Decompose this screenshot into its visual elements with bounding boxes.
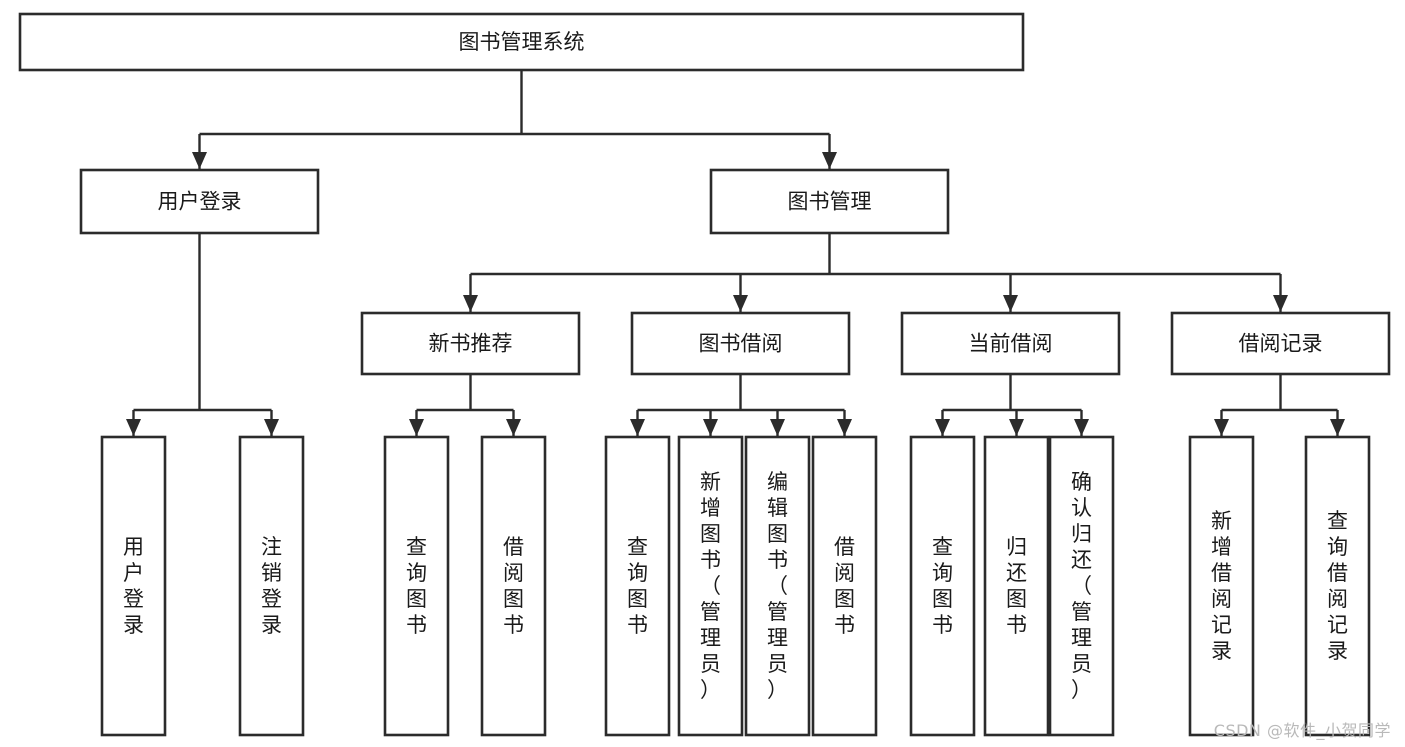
node-box-root[interactable]: [18, 12, 1025, 72]
node-leaf-return-book[interactable]: 归还图书: [983, 435, 1050, 737]
arrow-head-icon: [630, 419, 645, 436]
node-user-login[interactable]: 用户登录: [79, 168, 320, 235]
node-borrow-record[interactable]: 借阅记录: [1170, 311, 1391, 376]
arrow-head-icon: [1214, 419, 1229, 436]
node-label-user-login: 用户登录: [158, 190, 242, 214]
node-box-leaf-add-record[interactable]: [1188, 435, 1255, 737]
node-box-current-borrow[interactable]: [900, 311, 1121, 376]
node-label-leaf-add-book: 新增图书（管理员）: [700, 470, 721, 702]
node-label-leaf-borrow-book-1: 借阅图书: [503, 535, 524, 637]
node-label-book-borrow: 图书借阅: [699, 332, 783, 356]
arrow-head-icon: [733, 295, 748, 312]
node-box-leaf-borrow-book-1[interactable]: [480, 435, 547, 737]
node-box-leaf-edit-book[interactable]: [744, 435, 811, 737]
node-leaf-query-book-1[interactable]: 查询图书: [383, 435, 450, 737]
node-leaf-user-logout[interactable]: 注销登录: [238, 435, 305, 737]
nodes-layer: 图书管理系统用户登录图书管理新书推荐图书借阅当前借阅借阅记录用户登录注销登录查询…: [18, 12, 1391, 737]
node-leaf-edit-book[interactable]: 编辑图书（管理员）: [744, 435, 811, 737]
arrow-head-icon: [770, 419, 785, 436]
arrow-head-icon: [126, 419, 141, 436]
node-label-new-book-rec: 新书推荐: [429, 332, 513, 356]
arrow-head-icon: [1003, 295, 1018, 312]
node-label-book-manage: 图书管理: [788, 190, 872, 214]
node-new-book-rec[interactable]: 新书推荐: [360, 311, 581, 376]
node-box-book-borrow[interactable]: [630, 311, 851, 376]
node-label-leaf-edit-book: 编辑图书（管理员）: [767, 470, 788, 702]
arrow-head-icon: [1273, 295, 1288, 312]
node-leaf-query-book-2[interactable]: 查询图书: [604, 435, 671, 737]
node-box-book-manage[interactable]: [709, 168, 950, 235]
node-label-leaf-return-book: 归还图书: [1006, 535, 1027, 637]
node-book-borrow[interactable]: 图书借阅: [630, 311, 851, 376]
node-label-leaf-query-book-2: 查询图书: [627, 535, 648, 637]
node-label-leaf-query-book-3: 查询图书: [932, 535, 953, 637]
node-leaf-query-book-3[interactable]: 查询图书: [909, 435, 976, 737]
arrow-head-icon: [703, 419, 718, 436]
node-box-leaf-add-book[interactable]: [677, 435, 744, 737]
node-box-leaf-return-book[interactable]: [983, 435, 1050, 737]
node-label-leaf-add-record: 新增借阅记录: [1211, 509, 1232, 663]
arrow-head-icon: [1330, 419, 1345, 436]
node-label-borrow-record: 借阅记录: [1239, 332, 1323, 356]
node-label-root: 图书管理系统: [459, 30, 585, 54]
csdn-watermark: CSDN @软件_小贺同学: [1213, 721, 1391, 740]
node-book-manage[interactable]: 图书管理: [709, 168, 950, 235]
edges-layer: [126, 70, 1345, 436]
node-box-leaf-user-login[interactable]: [100, 435, 167, 737]
node-leaf-borrow-book-1[interactable]: 借阅图书: [480, 435, 547, 737]
arrow-head-icon: [837, 419, 852, 436]
node-label-leaf-user-login: 用户登录: [123, 535, 144, 637]
arrow-head-icon: [463, 295, 478, 312]
arrow-head-icon: [192, 152, 207, 169]
node-box-leaf-borrow-book-2[interactable]: [811, 435, 878, 737]
node-leaf-add-book[interactable]: 新增图书（管理员）: [677, 435, 744, 737]
arrow-head-icon: [264, 419, 279, 436]
node-box-user-login[interactable]: [79, 168, 320, 235]
node-leaf-query-record[interactable]: 查询借阅记录: [1304, 435, 1371, 737]
node-box-leaf-query-book-1[interactable]: [383, 435, 450, 737]
arrow-head-icon: [1009, 419, 1024, 436]
node-leaf-user-login[interactable]: 用户登录: [100, 435, 167, 737]
node-leaf-confirm-ret[interactable]: 确认归还（管理员）: [1048, 435, 1115, 737]
node-label-current-borrow: 当前借阅: [969, 332, 1053, 356]
arrow-head-icon: [1074, 419, 1089, 436]
node-label-leaf-borrow-book-2: 借阅图书: [834, 535, 855, 637]
node-label-leaf-confirm-ret: 确认归还（管理员）: [1071, 470, 1092, 702]
arrow-head-icon: [409, 419, 424, 436]
node-label-leaf-query-record: 查询借阅记录: [1327, 509, 1348, 663]
node-box-leaf-query-record[interactable]: [1304, 435, 1371, 737]
node-label-leaf-query-book-1: 查询图书: [406, 535, 427, 637]
arrow-head-icon: [822, 152, 837, 169]
node-leaf-borrow-book-2[interactable]: 借阅图书: [811, 435, 878, 737]
node-box-leaf-query-book-2[interactable]: [604, 435, 671, 737]
node-label-leaf-user-logout: 注销登录: [261, 535, 282, 637]
arrow-head-icon: [506, 419, 521, 436]
node-box-leaf-query-book-3[interactable]: [909, 435, 976, 737]
node-leaf-add-record[interactable]: 新增借阅记录: [1188, 435, 1255, 737]
node-root[interactable]: 图书管理系统: [18, 12, 1025, 72]
node-box-new-book-rec[interactable]: [360, 311, 581, 376]
arrow-head-icon: [935, 419, 950, 436]
node-box-leaf-user-logout[interactable]: [238, 435, 305, 737]
node-current-borrow[interactable]: 当前借阅: [900, 311, 1121, 376]
node-box-borrow-record[interactable]: [1170, 311, 1391, 376]
node-box-leaf-confirm-ret[interactable]: [1048, 435, 1115, 737]
